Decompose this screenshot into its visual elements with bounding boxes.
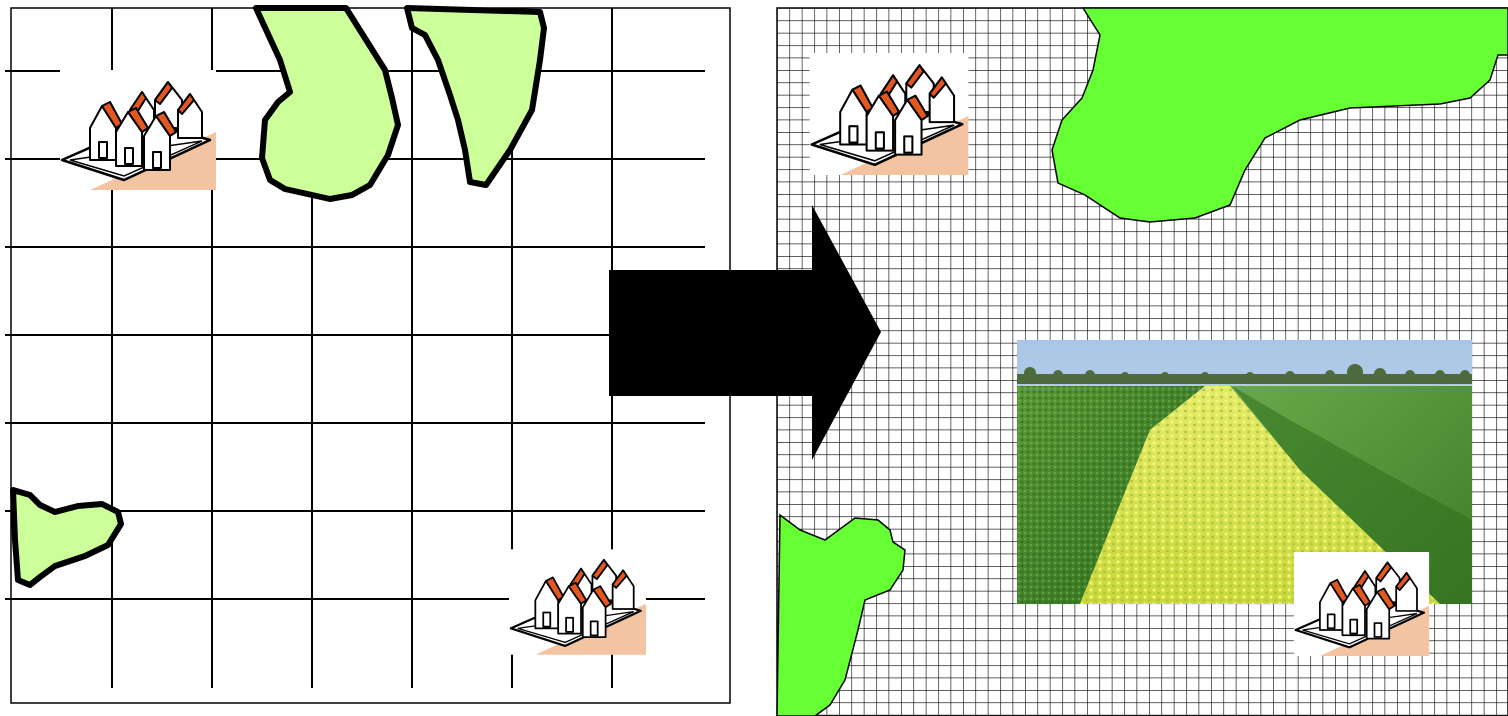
- right-panel: [777, 8, 1508, 716]
- houses-icon: [810, 53, 969, 175]
- houses-icon: [60, 70, 216, 190]
- houses-icon: [509, 549, 646, 654]
- houses-icon: [1294, 552, 1429, 656]
